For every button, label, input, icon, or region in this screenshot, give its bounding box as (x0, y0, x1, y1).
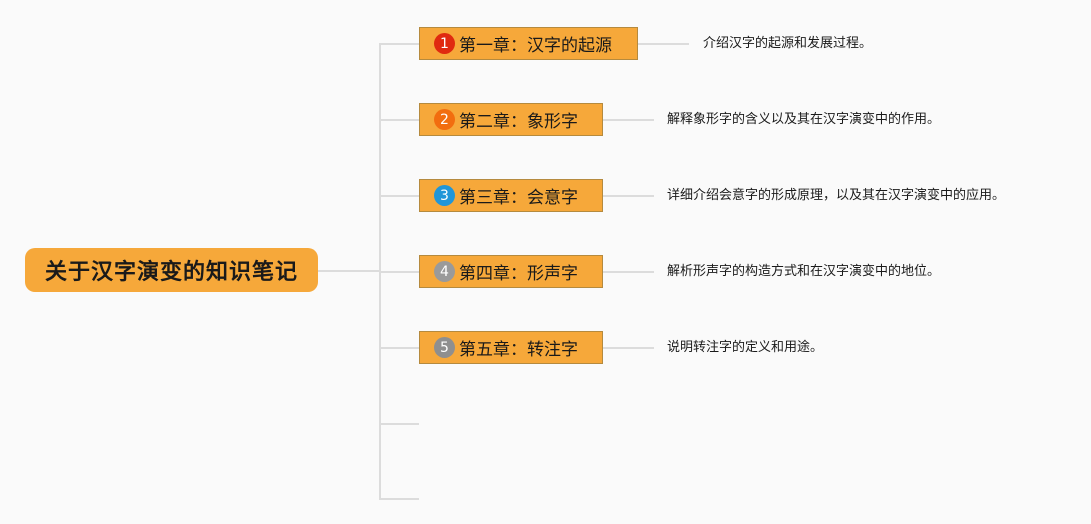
root-label: 关于汉字演变的知识笔记 (44, 260, 298, 285)
badge-2: 2 (434, 109, 455, 130)
desc-line-2 (602, 119, 654, 121)
desc-line-5 (602, 347, 654, 349)
badge-1: 1 (434, 33, 455, 54)
branch-line-5 (379, 347, 419, 349)
desc-line-3 (602, 195, 654, 197)
desc-line-4 (602, 271, 654, 273)
chapter-desc-5[interactable]: 说明转注字的定义和用途。 (667, 340, 824, 355)
chapter-desc-1[interactable]: 介绍汉字的起源和发展过程。 (703, 36, 873, 51)
chapter-title-4: 第四章：形声字 (459, 264, 578, 284)
branch-line-empty-1 (379, 423, 419, 425)
chapter-node-4[interactable]: 4 第四章：形声字 (419, 255, 603, 288)
root-node[interactable]: 关于汉字演变的知识笔记 (25, 248, 318, 292)
chapter-desc-2[interactable]: 解释象形字的含义以及其在汉字演变中的作用。 (667, 112, 941, 127)
branch-line-1 (379, 43, 419, 45)
chapter-title-3: 第三章：会意字 (459, 188, 578, 208)
badge-5: 5 (434, 337, 455, 358)
chapter-node-2[interactable]: 2 第二章：象形字 (419, 103, 603, 136)
branch-line-empty-2 (379, 498, 419, 500)
branch-line-3 (379, 195, 419, 197)
badge-3: 3 (434, 185, 455, 206)
chapter-title-2: 第二章：象形字 (459, 112, 578, 132)
root-connector (318, 270, 380, 272)
chapter-title-5: 第五章：转注字 (459, 340, 578, 360)
chapter-desc-4[interactable]: 解析形声字的构造方式和在汉字演变中的地位。 (667, 264, 941, 279)
chapter-desc-3[interactable]: 详细介绍会意字的形成原理，以及其在汉字演变中的应用。 (667, 188, 1006, 203)
chapter-node-1[interactable]: 1 第一章：汉字的起源 (419, 27, 638, 60)
chapter-title-1: 第一章：汉字的起源 (459, 36, 612, 56)
badge-4: 4 (434, 261, 455, 282)
branch-line-2 (379, 119, 419, 121)
desc-line-1 (637, 43, 689, 45)
branch-line-4 (379, 271, 419, 273)
chapter-node-3[interactable]: 3 第三章：会意字 (419, 179, 603, 212)
chapter-node-5[interactable]: 5 第五章：转注字 (419, 331, 603, 364)
